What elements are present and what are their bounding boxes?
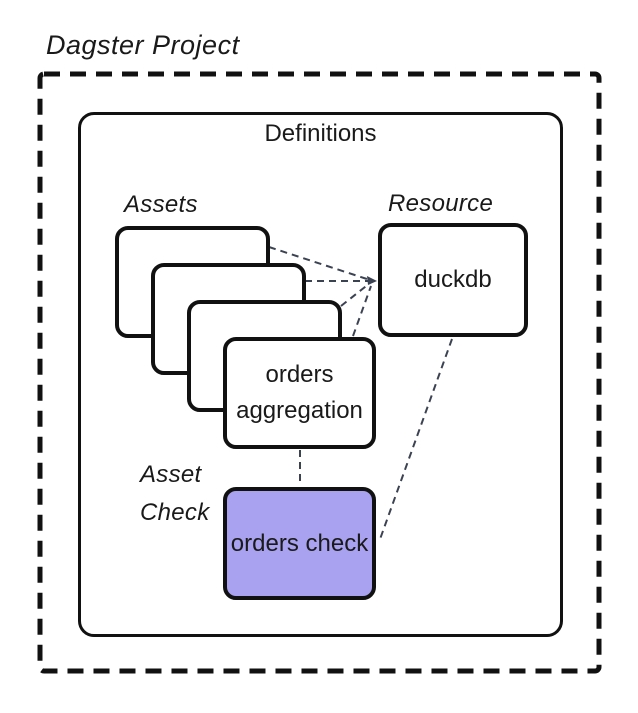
resource-label: Resource: [388, 190, 494, 217]
assets-label: Assets: [124, 191, 198, 218]
node-duckdb: duckdb: [378, 223, 528, 337]
node-orders-aggregation-label: orders aggregation: [236, 361, 363, 424]
node-orders-aggregation: orders aggregation: [223, 337, 376, 449]
asset-check-label-line2: Check: [140, 499, 210, 526]
asset-check-label: Asset Check: [140, 456, 210, 532]
node-orders-check: orders check: [223, 487, 376, 600]
node-duckdb-label: duckdb: [414, 266, 492, 293]
node-orders-check-label: orders check: [230, 529, 369, 557]
diagram-title: Dagster Project: [46, 30, 240, 60]
asset-check-label-line1: Asset: [140, 461, 202, 488]
definitions-label: Definitions: [264, 120, 377, 147]
